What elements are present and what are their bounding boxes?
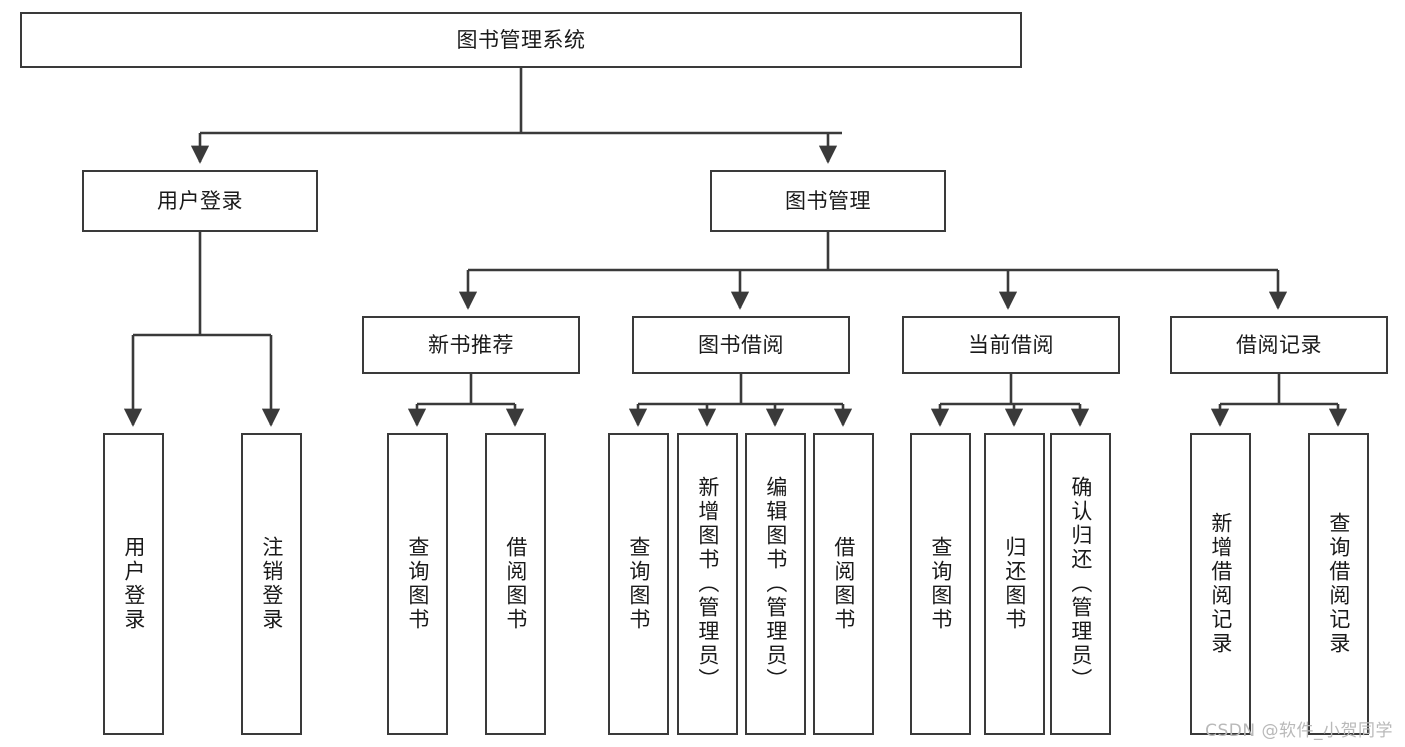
node-current-borrow-label: 当前借阅	[968, 332, 1054, 357]
node-leaf-borrow-book-1[interactable]: 借阅图书	[485, 433, 546, 735]
node-leaf-user-login-label: 用户登录	[121, 536, 146, 632]
node-user-login[interactable]: 用户登录	[82, 170, 318, 232]
node-new-book-recommend[interactable]: 新书推荐	[362, 316, 580, 374]
node-book-borrow-label: 图书借阅	[698, 332, 784, 357]
node-leaf-confirm-return[interactable]: 确认归还（管理员）	[1050, 433, 1111, 735]
node-leaf-return-book-label: 归还图书	[1002, 536, 1027, 632]
node-leaf-query-book-1-label: 查询图书	[405, 536, 430, 632]
node-root[interactable]: 图书管理系统	[20, 12, 1022, 68]
node-root-label: 图书管理系统	[456, 27, 586, 52]
node-book-management[interactable]: 图书管理	[710, 170, 946, 232]
node-leaf-borrow-book-2-label: 借阅图书	[831, 536, 856, 632]
node-leaf-add-book-admin-label: 新增图书（管理员）	[695, 476, 720, 692]
node-new-book-recommend-label: 新书推荐	[428, 332, 514, 357]
node-leaf-query-book-2-label: 查询图书	[626, 536, 651, 632]
node-leaf-query-borrow-record-label: 查询借阅记录	[1326, 512, 1351, 656]
node-leaf-borrow-book-2[interactable]: 借阅图书	[813, 433, 874, 735]
node-leaf-return-book[interactable]: 归还图书	[984, 433, 1045, 735]
node-leaf-logout[interactable]: 注销登录	[241, 433, 302, 735]
node-leaf-query-borrow-record[interactable]: 查询借阅记录	[1308, 433, 1369, 735]
node-current-borrow[interactable]: 当前借阅	[902, 316, 1120, 374]
node-leaf-query-book-3-label: 查询图书	[928, 536, 953, 632]
node-leaf-logout-label: 注销登录	[259, 536, 284, 632]
csdn-watermark: CSDN @软件_小贺同学	[1205, 721, 1393, 741]
node-leaf-confirm-return-label: 确认归还（管理员）	[1068, 476, 1093, 692]
node-leaf-edit-book-admin-label: 编辑图书（管理员）	[763, 476, 788, 692]
node-book-borrow[interactable]: 图书借阅	[632, 316, 850, 374]
node-leaf-add-borrow-record[interactable]: 新增借阅记录	[1190, 433, 1251, 735]
node-borrow-record-label: 借阅记录	[1236, 332, 1322, 357]
node-borrow-record[interactable]: 借阅记录	[1170, 316, 1388, 374]
node-leaf-query-book-2[interactable]: 查询图书	[608, 433, 669, 735]
node-leaf-query-book-1[interactable]: 查询图书	[387, 433, 448, 735]
node-user-login-label: 用户登录	[157, 188, 243, 213]
node-leaf-add-borrow-record-label: 新增借阅记录	[1208, 512, 1233, 656]
node-leaf-add-book-admin[interactable]: 新增图书（管理员）	[677, 433, 738, 735]
node-leaf-query-book-3[interactable]: 查询图书	[910, 433, 971, 735]
node-leaf-edit-book-admin[interactable]: 编辑图书（管理员）	[745, 433, 806, 735]
node-leaf-user-login[interactable]: 用户登录	[103, 433, 164, 735]
node-leaf-borrow-book-1-label: 借阅图书	[503, 536, 528, 632]
node-book-management-label: 图书管理	[785, 188, 871, 213]
